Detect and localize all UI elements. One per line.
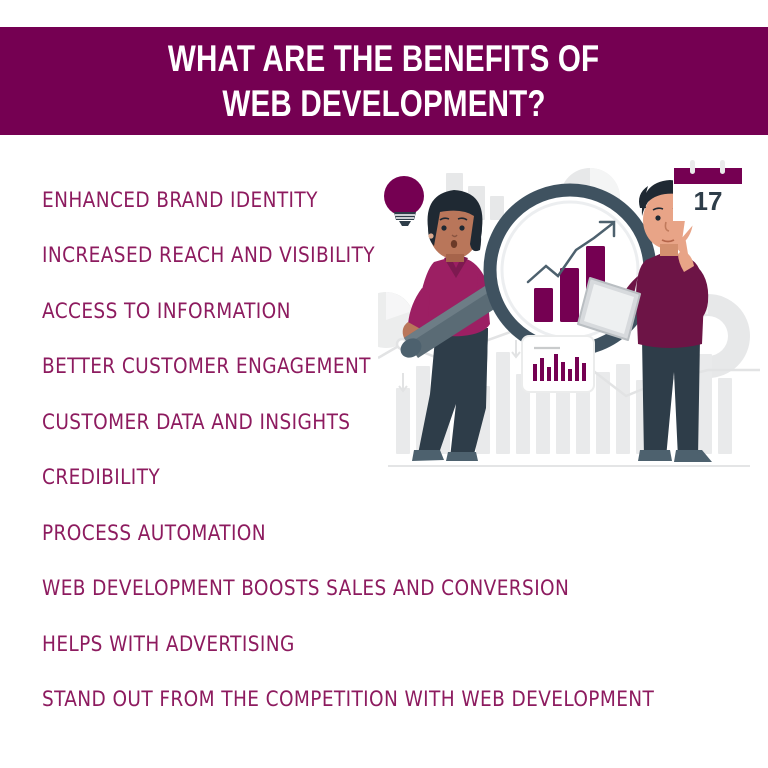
header-title-line-2: Web Development? [222, 83, 546, 124]
list-item: Helps with Advertising [42, 631, 295, 656]
header-title-line-1: What are the benefits of [168, 38, 600, 79]
list-item: Process Automation [42, 520, 266, 545]
header-banner: What are the benefits of Web Development… [0, 27, 768, 135]
list-item: Customer Data and Insights [42, 409, 351, 434]
data-analysis-illustration: 17 [378, 158, 760, 520]
tablet-device [577, 277, 641, 341]
lightbulb-icon [384, 176, 424, 226]
list-item: Credibility [42, 465, 161, 490]
benefits-list: Enhanced Brand Identity Increased Reach … [42, 172, 682, 727]
calendar-icon: 17 [673, 160, 743, 238]
card-bars [533, 354, 586, 381]
list-item: Enhanced Brand Identity [42, 187, 318, 212]
list-item: Better Customer Engagement [42, 354, 371, 379]
man-figure [607, 180, 712, 462]
magnifier-trend-arrow [526, 220, 616, 284]
list-item: Increased Reach and Visibility [42, 243, 375, 268]
list-item: Stand Out from the Competition with Web … [42, 687, 655, 712]
list-item: Web Development Boosts Sales and Convers… [42, 576, 570, 601]
calendar-day-label: 17 [694, 186, 723, 216]
list-item: Access to Information [42, 298, 291, 323]
bar-chart-card [521, 335, 595, 393]
